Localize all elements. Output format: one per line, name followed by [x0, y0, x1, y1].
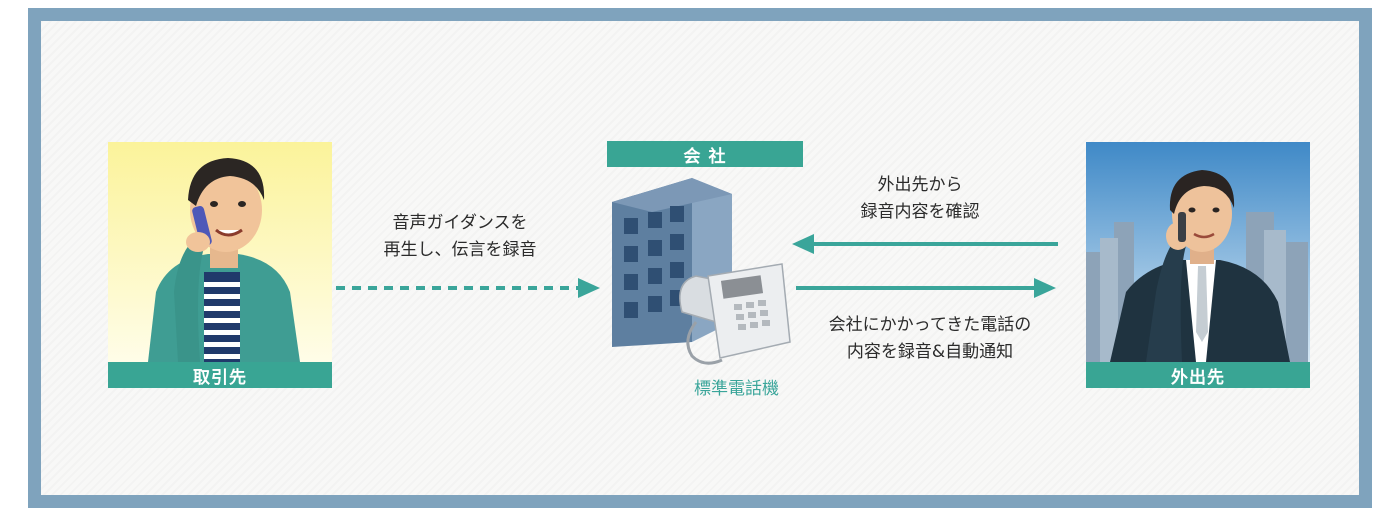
- confirm-caption-line2: 録音内容を確認: [860, 202, 980, 222]
- notify-arrow: [796, 278, 1056, 298]
- notify-caption: 会社にかかってきた電話の 内容を録音&自動通知: [800, 312, 1060, 366]
- guidance-caption-line1: 音声ガイダンスを: [392, 213, 528, 233]
- notify-caption-line2: 内容を録音&自動通知: [846, 342, 1014, 362]
- company-label: 会 社: [607, 141, 803, 167]
- guidance-caption-line2: 再生し、伝言を録音: [383, 240, 537, 260]
- remote-label: 外出先: [1086, 362, 1310, 388]
- company-building-illustration: [612, 172, 792, 382]
- confirm-caption: 外出先から 録音内容を確認: [820, 172, 1020, 226]
- notify-caption-line1: 会社にかかってきた電話の: [828, 315, 1032, 335]
- client-illustration: [108, 142, 332, 362]
- confirm-arrow: [792, 234, 1058, 254]
- confirm-caption-line1: 外出先から: [877, 175, 963, 195]
- guidance-caption: 音声ガイダンスを 再生し、伝言を録音: [350, 210, 570, 264]
- remote-illustration: [1086, 142, 1310, 362]
- guidance-dashed-arrow: [336, 278, 600, 298]
- standard-phone-label: 標準電話機: [694, 379, 779, 399]
- client-label: 取引先: [108, 362, 332, 388]
